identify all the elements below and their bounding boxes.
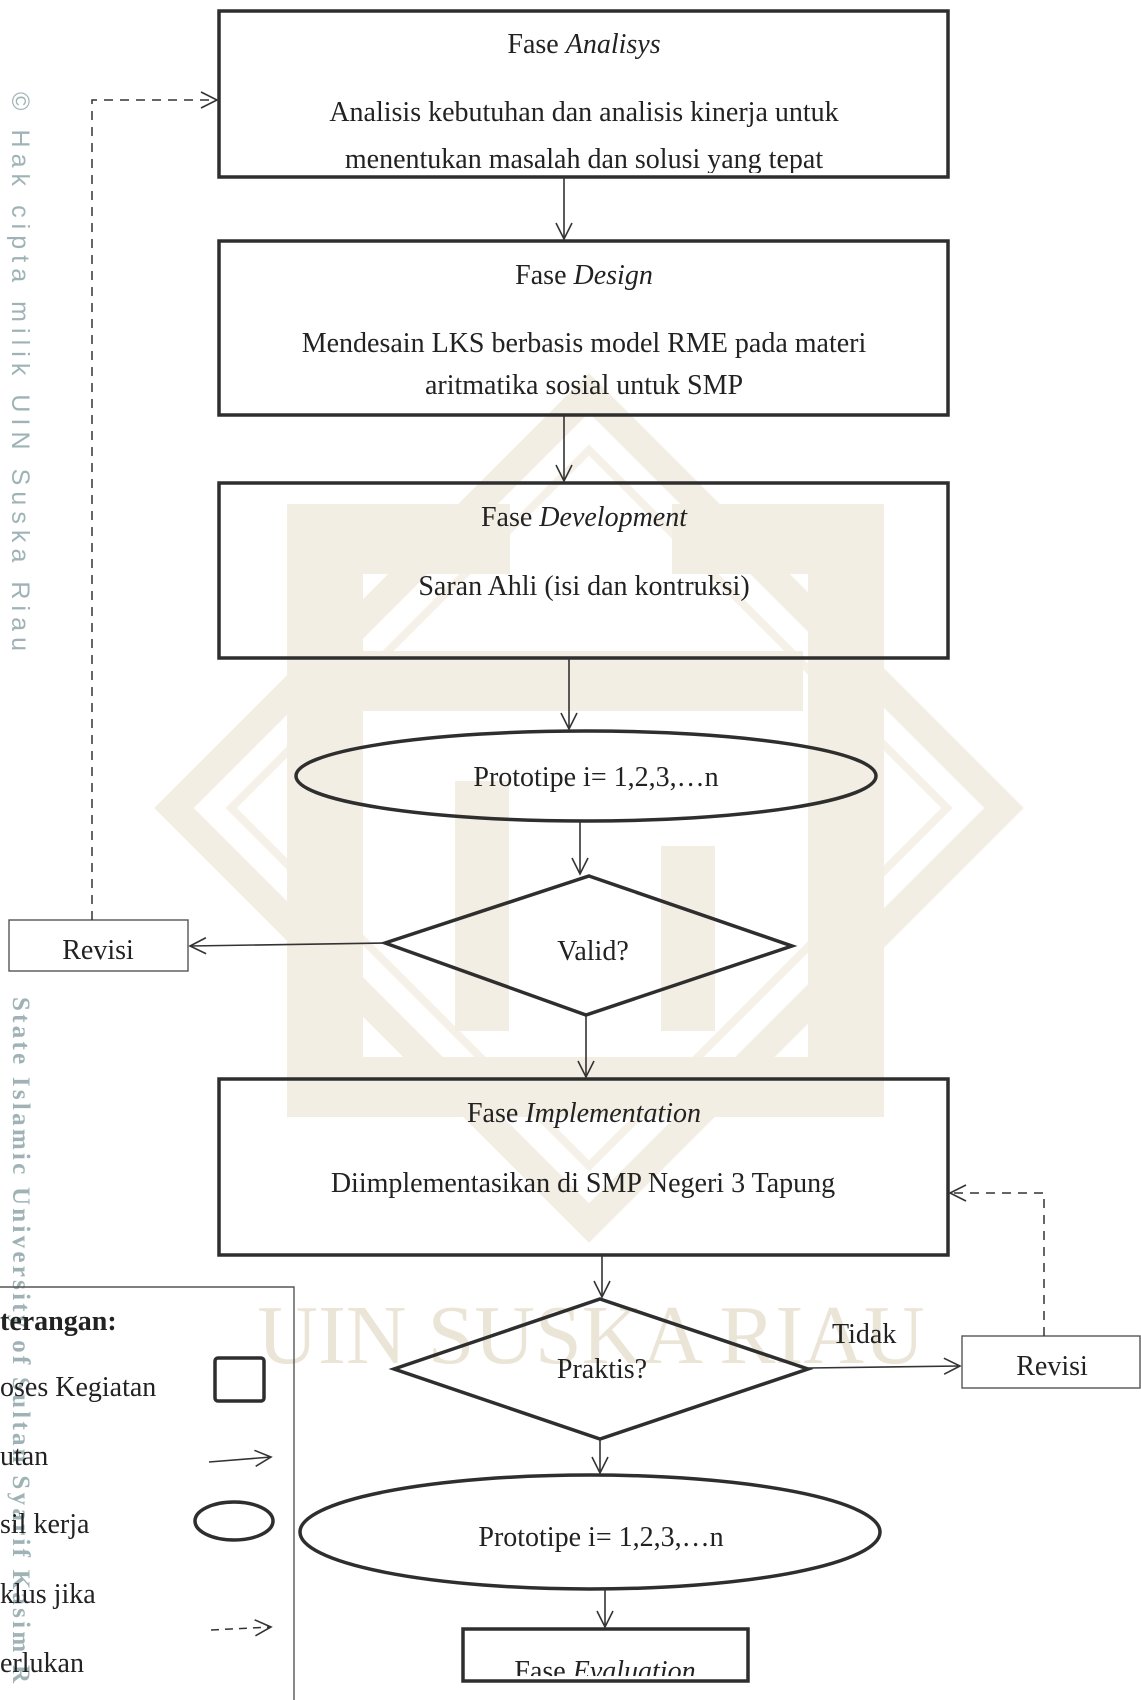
dashed-revisi-to-implementation [948,1184,1045,1336]
valid-label: Valid? [557,936,629,967]
implementation-title-prefix: Fase [467,1098,518,1129]
development-line-1: Saran Ahli (isi dan kontruksi) [418,571,749,602]
legend: terangan: oses Kegiatan utan sil kerja k… [0,1286,295,1700]
revisi-right: Revisi [961,1335,1141,1389]
legend-label-result: sil kerja [0,1509,90,1540]
prototype-second-label: Prototipe i= 1,2,3,…n [478,1522,723,1553]
ellipse-icon [193,1500,275,1542]
implementation-title-name: Implementation [524,1098,701,1129]
legend-frame [0,1286,295,1700]
praktis-label: Praktis? [557,1354,647,1385]
design-line-2: aritmatika sosial untuk SMP [425,370,743,401]
implementation-box [217,1077,950,1257]
development-title-prefix: Fase [481,502,532,533]
legend-label-process: oses Kegiatan [0,1372,156,1403]
logo-block-right [808,504,884,1117]
logo-block-top-right [672,504,884,574]
arrow-praktis-to-revisi [807,1357,962,1375]
prototype-second: Prototipe i= 1,2,3,…n [298,1473,882,1591]
logo-block-middle [358,651,803,711]
dashed-arrow-icon [210,1619,273,1637]
watermark-center-text: UIN SUSKA RIAU [257,1289,924,1382]
prototype-first-ellipse [294,729,878,823]
revisi-left-label: Revisi [62,935,134,966]
legend-label-needed: erlukan [0,1648,84,1679]
implementation-line-1: Diimplementasikan di SMP Negeri 3 Tapung [331,1168,835,1199]
analysis-line-1: Analisis kebutuhan dan analisis kinerja … [329,97,838,128]
logo-block-inner-b [661,846,715,1031]
arrow-icon [208,1449,273,1467]
design-title-prefix: Fase [515,260,566,291]
revisi-right-label: Revisi [1016,1351,1088,1382]
revisi-left: Revisi [8,919,189,972]
legend-label-sequence: utan [0,1441,48,1472]
evaluation-title-name: Evaluation [572,1656,696,1687]
evaluation-box [461,1627,750,1683]
logo-block-left [287,504,363,1117]
arrow-valid-to-revisi [188,937,386,955]
prototype-first-label: Prototipe i= 1,2,3,…n [473,762,718,793]
watermark-logo [154,373,1024,1243]
design-title-name: Design [573,260,653,291]
valid-decision: Valid? [379,874,798,1017]
legend-label-cycle: klus jika [0,1579,96,1610]
analysis-title-name: Analisys [564,29,661,60]
dashed-revisi-to-analysis [91,91,219,920]
tidak-label: Tidak [832,1319,896,1350]
evaluation-title-prefix: Fase [514,1656,565,1687]
analysis-box [217,9,950,179]
prototype-first: Prototipe i= 1,2,3,…n [294,729,878,823]
watermark-copyright-vertical: © Hak cipta milik UIN Suska Riau [6,92,34,651]
development-box [217,481,950,660]
logo-block-top-left [287,504,510,574]
praktis-decision: Praktis? [388,1297,814,1441]
rectangle-icon [213,1356,266,1403]
prototype-second-ellipse [298,1473,882,1591]
revisi-right-box [961,1335,1141,1389]
design-line-1: Mendesain LKS berbasis model RME pada ma… [302,328,867,359]
analysis-line-2: menentukan masalah dan solusi yang tepat [345,144,823,175]
analysis-title-prefix: Fase [507,29,558,60]
legend-title: terangan: [0,1306,117,1337]
development-title-name: Development [538,502,688,533]
design-box [217,239,950,417]
revisi-left-box [8,919,189,972]
